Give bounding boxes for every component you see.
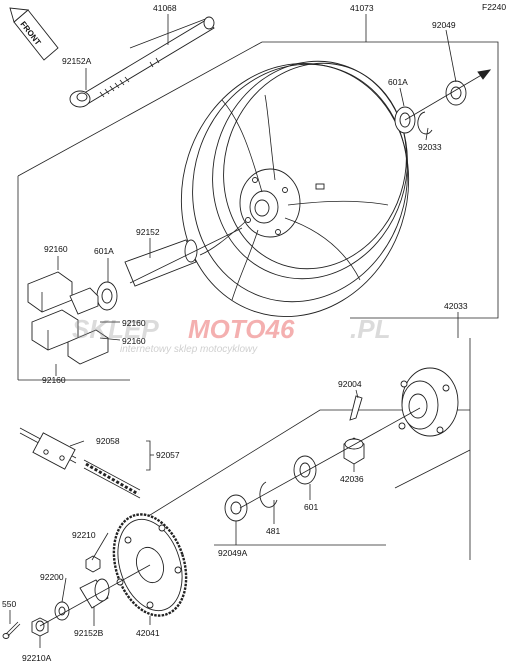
label-41068: 41068 [153, 3, 177, 13]
label-92049-top: 92049 [432, 20, 456, 30]
svg-text:.PL: .PL [350, 314, 390, 344]
svg-text:SKLEP: SKLEP [72, 314, 159, 344]
label-41073: 41073 [350, 3, 374, 13]
svg-text:internetowy sklep motocyklowy: internetowy sklep motocyklowy [120, 344, 258, 355]
seal-part-bottom [224, 494, 248, 522]
watermark-logo: SKLEP MOTO46 .PL internetowy sklep motoc… [72, 314, 390, 355]
castle-nut-part [31, 617, 49, 637]
label-92058: 92058 [96, 436, 120, 446]
label-92049A: 92049A [218, 548, 248, 558]
label-92152: 92152 [136, 227, 160, 237]
label-92210A: 92210A [22, 653, 52, 663]
label-92057: 92057 [156, 450, 180, 460]
sprocket-hub-part [398, 367, 459, 437]
bearing-part-mid [96, 281, 118, 311]
label-42041: 42041 [136, 628, 160, 638]
label-481: 481 [266, 526, 280, 536]
figure-code: F2240 [482, 2, 506, 12]
label-92200: 92200 [40, 572, 64, 582]
label-92160-d: 92160 [42, 375, 66, 385]
collar-part-42036 [343, 437, 365, 465]
bearing-part-bottom [293, 455, 317, 485]
axle-part [75, 16, 215, 107]
collar-part-mid [124, 239, 198, 287]
chain-part [19, 427, 141, 499]
label-92004: 92004 [338, 379, 362, 389]
collar-part-92152B [79, 578, 110, 609]
label-92152B: 92152B [74, 628, 104, 638]
label-92160-c: 92160 [122, 336, 146, 346]
label-42036: 42036 [340, 474, 364, 484]
seal-part-top [445, 80, 467, 106]
part-labels: 41068 41073 92152A 92049 601A 92033 9216… [2, 3, 468, 663]
label-601A-mid: 601A [94, 246, 114, 256]
label-92160-b: 92160 [122, 318, 146, 328]
label-92160-a: 92160 [44, 244, 68, 254]
wheel-group-outline [17, 41, 499, 319]
collar-part [69, 90, 91, 108]
label-601-bottom: 601 [304, 502, 318, 512]
label-92210: 92210 [72, 530, 96, 540]
cotter-pin-part [2, 621, 21, 639]
master-link-part [32, 432, 76, 470]
label-42033: 42033 [444, 301, 468, 311]
circlip-part [417, 111, 433, 135]
label-601A-top: 601A [388, 77, 408, 87]
front-arrow-icon: FRONT [9, 7, 59, 61]
wheel-rim-part [180, 60, 410, 318]
label-550: 550 [2, 599, 16, 609]
leader-lines [9, 14, 459, 648]
circlip-part-481 [259, 481, 278, 508]
nut-part [85, 555, 101, 573]
label-92152A: 92152A [62, 56, 92, 66]
damper-part [27, 271, 109, 365]
svg-text:MOTO46: MOTO46 [188, 314, 295, 344]
label-92033: 92033 [418, 142, 442, 152]
stud-part [349, 395, 363, 421]
